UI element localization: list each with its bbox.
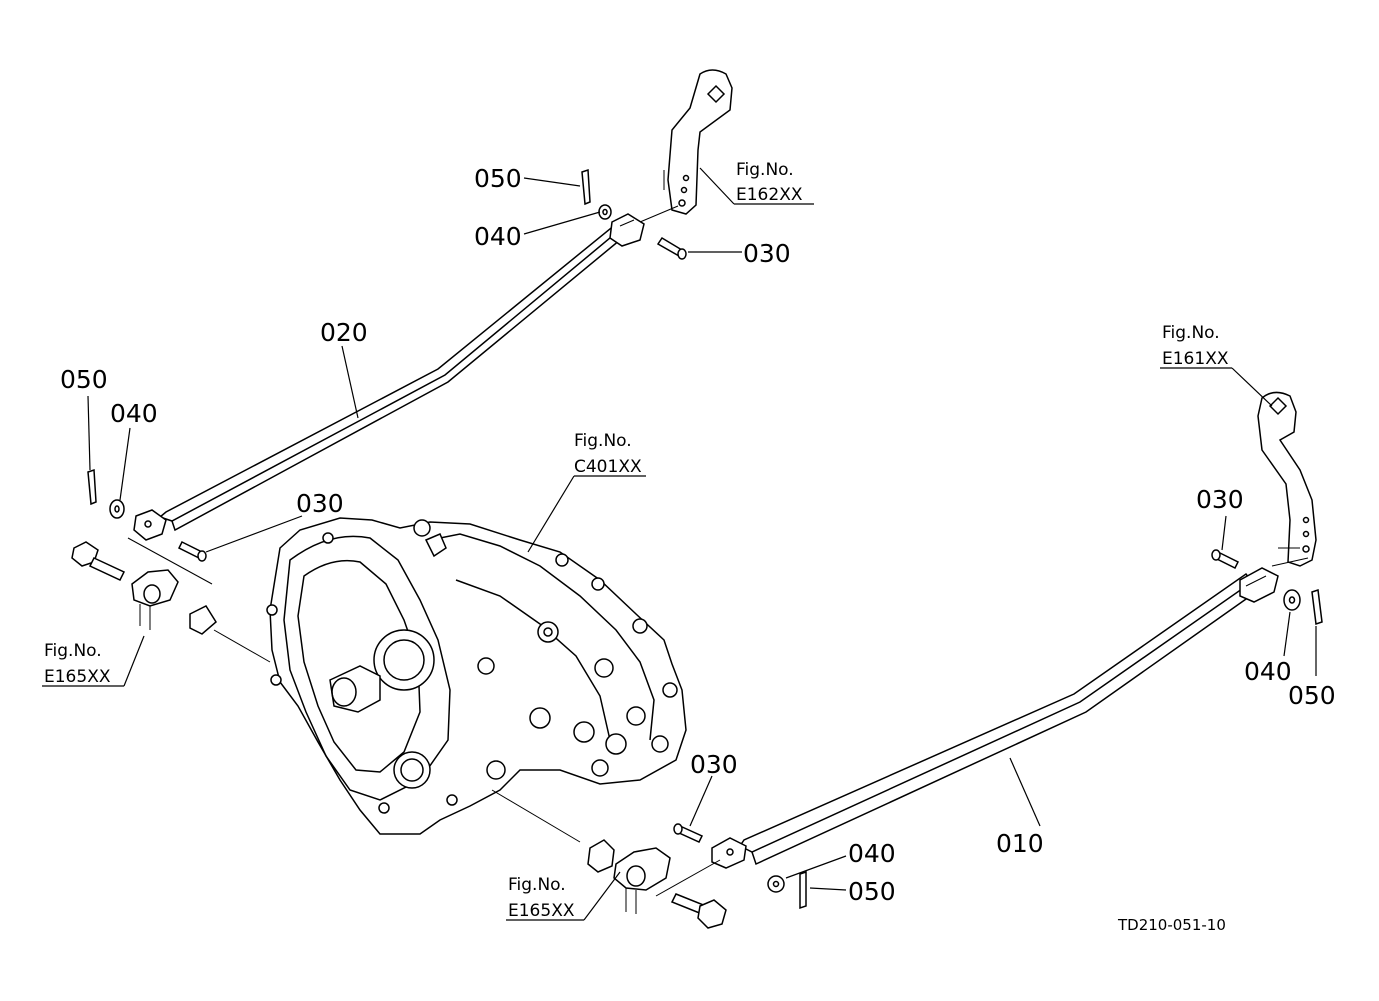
label-030-bottom: 030 [690, 750, 738, 779]
drawing-code: TD210-051-10 [1117, 916, 1226, 934]
lever-arm-e162 [639, 69, 733, 223]
label-040-right: 040 [1244, 657, 1292, 686]
washer-040-top [598, 204, 612, 220]
label-050-left: 050 [60, 365, 108, 394]
leader-lines [42, 167, 1317, 921]
figref-e161-code: E161XX [1162, 349, 1229, 369]
figref-c401-title: Fig.No. [574, 431, 632, 451]
figref-e165-bottom-code: E165XX [508, 901, 575, 921]
label-020: 020 [320, 318, 368, 347]
label-010: 010 [996, 829, 1044, 858]
figref-e165-left-code: E165XX [44, 667, 111, 687]
washer-040-right [1283, 589, 1301, 611]
clevis-bottom [711, 837, 747, 869]
label-050-top: 050 [474, 164, 522, 193]
label-030-right: 030 [1196, 485, 1244, 514]
label-040-top: 040 [474, 222, 522, 251]
label-040-bottom: 040 [848, 839, 896, 868]
figref-e162-code: E162XX [736, 185, 803, 205]
pin-030-left [177, 540, 207, 562]
bracket-e165-bottom [587, 839, 727, 929]
figref-e165-bottom: Fig.No. E165XX [508, 875, 575, 921]
lever-arm-e161 [1257, 391, 1317, 567]
figref-e161-title: Fig.No. [1162, 323, 1220, 343]
cotter-pin-050-left [87, 468, 97, 506]
cotter-pin-050-bottom [799, 870, 807, 910]
figref-c401-code: C401XX [574, 457, 642, 477]
label-030-top: 030 [743, 239, 791, 268]
label-030-left: 030 [296, 489, 344, 518]
figref-c401: Fig.No. C401XX [574, 431, 642, 477]
clevis-left [133, 509, 167, 541]
clevis-right [1239, 567, 1279, 603]
pin-030-bottom [673, 823, 704, 843]
clevis-top [609, 213, 645, 247]
cotter-pin-050-right [1311, 588, 1323, 626]
rod-020 [158, 223, 627, 532]
rod-010 [738, 572, 1257, 866]
transmission-c401 [266, 517, 687, 843]
figref-e162-title: Fig.No. [736, 160, 794, 180]
label-050-bottom: 050 [848, 877, 896, 906]
figref-e161: Fig.No. E161XX [1162, 323, 1229, 369]
figref-e165-left: Fig.No. E165XX [44, 641, 111, 687]
washer-040-bottom [767, 875, 785, 893]
cotter-pin-050-top [581, 168, 591, 206]
washer-040-left [109, 499, 125, 519]
bracket-e165-left [71, 537, 271, 663]
label-050-right: 050 [1288, 681, 1336, 710]
label-040-left: 040 [110, 399, 158, 428]
figref-e165-left-title: Fig.No. [44, 641, 102, 661]
figref-e165-bottom-title: Fig.No. [508, 875, 566, 895]
figref-e162: Fig.No. E162XX [736, 160, 803, 205]
pin-030-top [656, 236, 687, 260]
pin-030-right [1211, 549, 1240, 570]
